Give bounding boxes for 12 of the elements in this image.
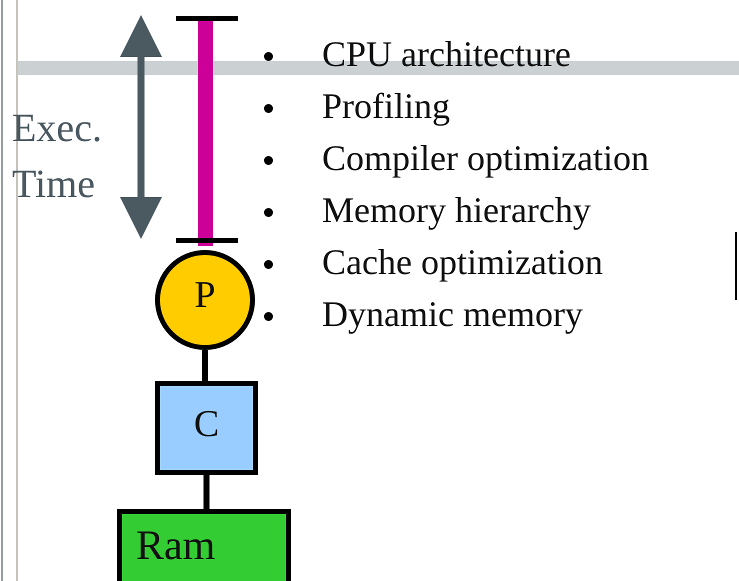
bullet-text: CPU architecture	[322, 36, 571, 72]
bullet-text: Profiling	[322, 88, 450, 124]
connector-line	[204, 475, 210, 509]
cache-box: C	[155, 381, 258, 475]
bullet-text: Memory hierarchy	[322, 192, 591, 228]
bullet-text: Compiler optimization	[322, 140, 649, 176]
memory-box: Ram	[117, 509, 291, 581]
bullet-text: Dynamic memory	[322, 296, 583, 332]
processor-circle: P	[155, 250, 255, 350]
axis-label: Exec. Time	[12, 104, 103, 208]
connector-line	[202, 350, 208, 381]
bullet-text: Cache optimization	[322, 244, 603, 280]
